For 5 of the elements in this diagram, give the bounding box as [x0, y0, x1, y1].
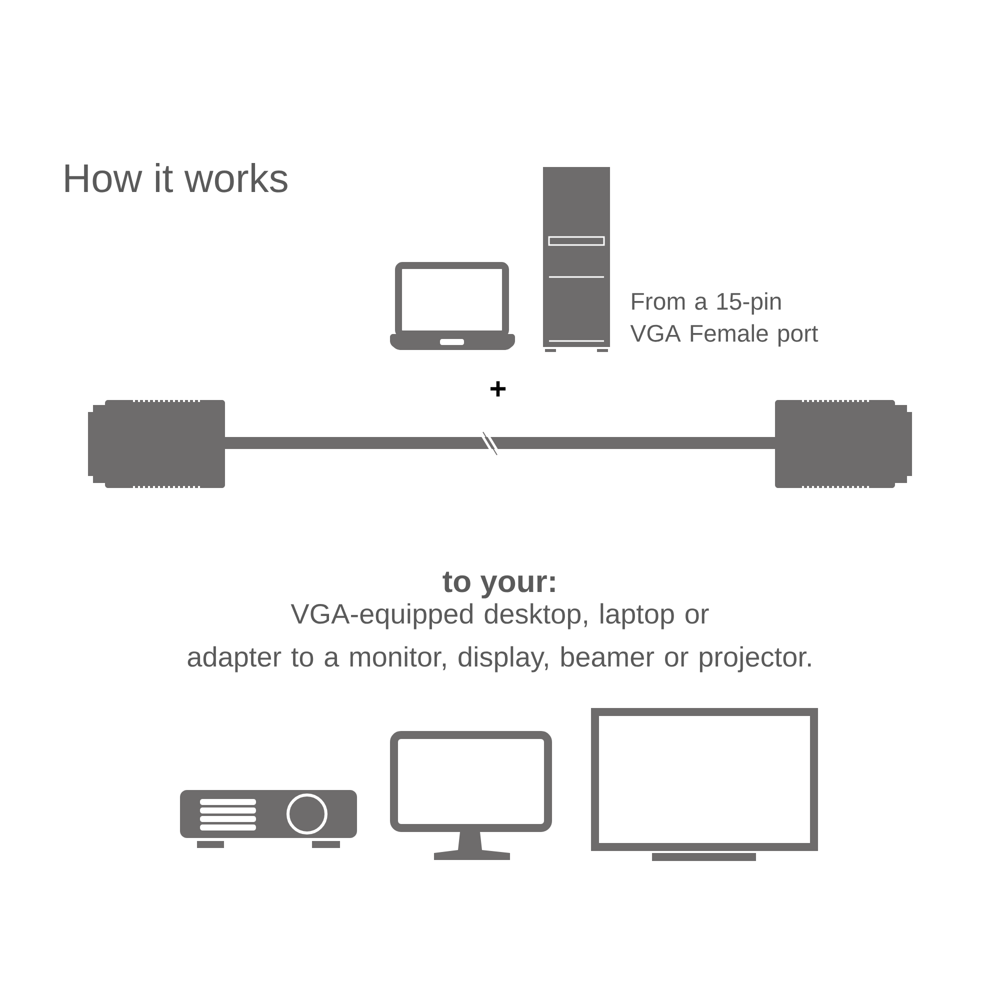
plus-sign: + [490, 381, 506, 396]
port-note: From a 15-pin VGA Female port [630, 292, 818, 347]
description: VGA-equipped desktop, laptop or adapter to a monitor, display, beamer or projector. [188, 603, 811, 672]
subheading: to your: [442, 572, 555, 598]
heading: How it works [65, 163, 288, 192]
